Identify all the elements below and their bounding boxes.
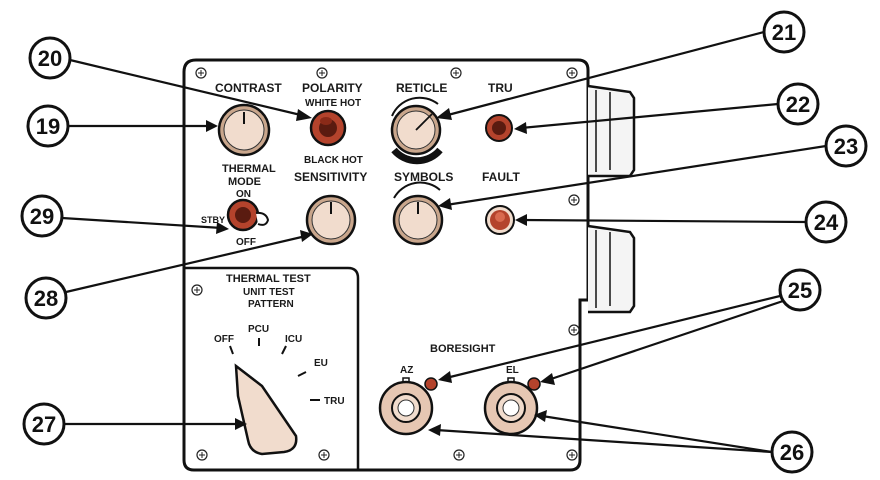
black-hot-label: BLACK HOT xyxy=(304,155,363,166)
panel-screws xyxy=(191,67,580,461)
selector-eu-label: EU xyxy=(314,358,328,369)
callout-29: 29 xyxy=(20,194,64,238)
thermal-mode-on-label: ON xyxy=(236,189,251,200)
callout-23-text: 23 xyxy=(834,134,858,159)
selector-pcu-label: PCU xyxy=(248,324,269,335)
screw-icon xyxy=(318,449,330,461)
callout-29-text: 29 xyxy=(30,204,54,229)
fault-indicator-lamp xyxy=(485,205,515,235)
screw-icon xyxy=(568,194,580,206)
screw-icon xyxy=(568,324,580,336)
thermal-test-box xyxy=(184,266,360,470)
thermal-test-label: THERMAL TEST xyxy=(226,273,311,285)
screw-icon xyxy=(196,449,208,461)
screw-icon xyxy=(566,449,578,461)
polarity-label: POLARITY xyxy=(302,81,363,95)
selector-tru-label: TRU xyxy=(324,396,345,407)
symbols-label: SYMBOLS xyxy=(394,170,453,184)
side-connector-upper xyxy=(587,84,636,178)
callout-20-text: 20 xyxy=(38,46,62,71)
tru-label: TRU xyxy=(488,81,513,95)
boresight-az-lock[interactable] xyxy=(424,377,438,391)
sensitivity-knob[interactable] xyxy=(305,194,357,246)
boresight-el-knob[interactable] xyxy=(483,377,539,436)
callout-22-text: 22 xyxy=(786,92,810,117)
callout-20: 20 xyxy=(28,36,72,80)
leader-lines xyxy=(61,30,827,454)
el-label: EL xyxy=(506,365,519,376)
callout-22: 22 xyxy=(776,82,820,126)
thermal-test-selector[interactable] xyxy=(229,338,320,456)
callout-24-text: 24 xyxy=(814,210,839,235)
callout-27: 27 xyxy=(22,402,66,446)
pattern-label: PATTERN xyxy=(248,299,294,310)
selector-icu-label: ICU xyxy=(285,334,302,345)
callout-26-text: 26 xyxy=(780,440,804,465)
thermal-mode-stby-label: STBY xyxy=(201,215,225,225)
polarity-switch[interactable] xyxy=(309,109,347,147)
contrast-label: CONTRAST xyxy=(215,81,282,95)
reticle-knob[interactable] xyxy=(390,96,443,165)
callout-26: 26 xyxy=(770,430,814,474)
sensitivity-label: SENSITIVITY xyxy=(294,170,367,184)
screw-icon xyxy=(316,67,328,79)
thermal-mode-switch[interactable] xyxy=(226,198,270,232)
callout-19-text: 19 xyxy=(36,114,60,139)
callout-25: 25 xyxy=(778,268,822,312)
selector-off-label: OFF xyxy=(214,334,234,345)
screw-icon xyxy=(191,284,203,296)
boresight-az-knob[interactable] xyxy=(378,377,434,436)
callout-19: 19 xyxy=(26,104,70,148)
callout-25-text: 25 xyxy=(788,278,812,303)
callout-21: 21 xyxy=(762,10,806,54)
reticle-label: RETICLE xyxy=(396,81,447,95)
contrast-knob[interactable] xyxy=(217,103,271,157)
az-label: AZ xyxy=(400,365,413,376)
callout-28: 28 xyxy=(24,276,68,320)
boresight-el-lock[interactable] xyxy=(527,377,541,391)
callout-23: 23 xyxy=(824,124,868,168)
callout-24: 24 xyxy=(804,200,848,244)
screw-icon xyxy=(453,449,465,461)
unit-test-label: UNIT TEST xyxy=(243,287,295,298)
tru-indicator-lamp xyxy=(485,114,513,142)
boresight-label: BORESIGHT xyxy=(430,343,496,355)
callout-28-text: 28 xyxy=(34,286,58,311)
callout-21-text: 21 xyxy=(772,20,796,45)
callout-27-text: 27 xyxy=(32,412,56,437)
thermal-mode-label-line1: THERMAL xyxy=(222,163,276,175)
screw-icon xyxy=(566,67,578,79)
symbols-knob[interactable] xyxy=(392,181,444,246)
white-hot-label: WHITE HOT xyxy=(305,98,361,109)
side-connector-lower xyxy=(587,224,636,314)
screw-icon xyxy=(195,67,207,79)
thermal-mode-off-label: OFF xyxy=(236,237,256,248)
screw-icon xyxy=(450,67,462,79)
fault-label: FAULT xyxy=(482,170,520,184)
thermal-mode-label-line2: MODE xyxy=(228,176,261,188)
